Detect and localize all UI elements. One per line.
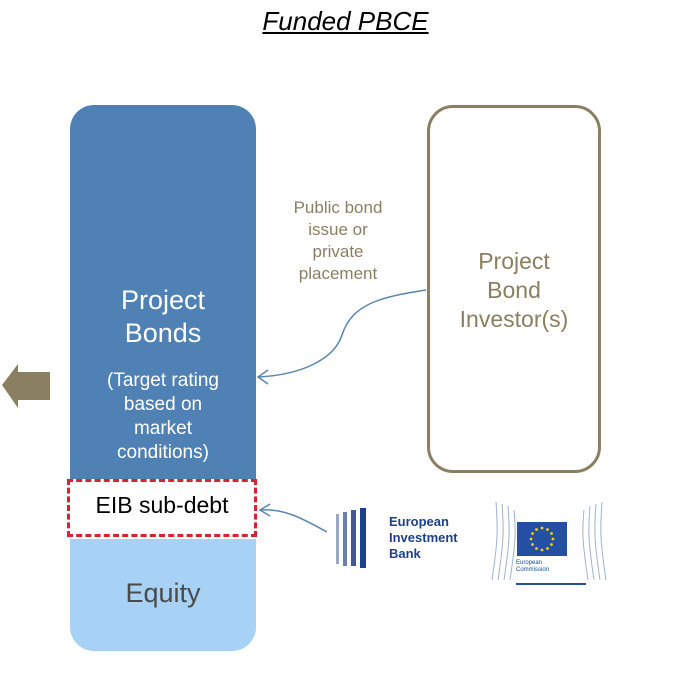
placement-label-line: issue or xyxy=(308,220,368,239)
european-commission-logo-text-line: European xyxy=(516,560,543,566)
placement-label-line: placement xyxy=(298,264,378,283)
placement-connector xyxy=(257,289,427,378)
eib-logo-icon xyxy=(336,508,366,568)
target-rating-note-line: based on xyxy=(123,394,203,415)
eib-logo-text: European Investment Bank xyxy=(389,514,458,562)
eu-star-icon xyxy=(529,537,533,541)
subdebt-arrowhead-icon xyxy=(258,503,271,517)
target-rating-note-line: market xyxy=(133,418,193,439)
placement-label: Public bond issue or private placement xyxy=(275,197,401,285)
project-bonds-label-line: Bonds xyxy=(124,318,202,348)
eu-star-icon xyxy=(540,548,544,552)
european-commission-logo-text: European Commission xyxy=(516,560,549,574)
bond-investor-label: Project Bond Investor(s) xyxy=(427,247,601,334)
target-rating-note-line: conditions) xyxy=(117,442,209,463)
bond-investor-label-line: Project xyxy=(478,248,550,274)
european-commission-logo-text-line: Commission xyxy=(516,567,550,573)
placement-arrowhead-icon xyxy=(256,369,269,385)
project-bonds-label-line: Project xyxy=(120,285,206,315)
target-rating-note-line: (Target rating xyxy=(107,370,219,391)
eu-star-icon xyxy=(550,532,553,535)
equity-block xyxy=(70,539,256,651)
placement-label-line: Public bond xyxy=(293,198,383,217)
subdebt-connector xyxy=(259,509,328,533)
project-bonds-block xyxy=(70,105,256,479)
european-commission-logo-icon xyxy=(491,501,607,585)
bond-investor-box xyxy=(427,105,601,473)
left-arrow-icon xyxy=(2,364,50,408)
equity-label: Equity xyxy=(125,578,201,608)
eib-logo-text-line: European xyxy=(389,514,449,529)
project-bonds-label: Project Bonds xyxy=(70,284,256,350)
bond-investor-label-line: Bond xyxy=(487,277,541,303)
eu-star-icon xyxy=(535,528,538,531)
eu-star-icon xyxy=(550,543,553,546)
bond-investor-label-line: Investor(s) xyxy=(459,306,569,332)
eu-star-icon xyxy=(531,543,534,546)
eu-star-icon xyxy=(551,537,555,541)
eib-logo-text-line: Investment xyxy=(389,530,458,545)
eib-subdebt-block xyxy=(67,479,257,537)
eu-star-icon xyxy=(546,528,549,531)
eu-star-icon xyxy=(546,547,549,550)
diagram-title: Funded PBCE xyxy=(262,6,429,36)
eu-star-icon xyxy=(540,526,544,530)
eib-subdebt-label: EIB sub-debt xyxy=(95,492,229,518)
eu-star-icon xyxy=(531,532,534,535)
placement-label-line: private xyxy=(312,242,364,261)
eib-logo-text-line: Bank xyxy=(389,546,421,561)
eu-star-icon xyxy=(535,547,538,550)
target-rating-note: (Target rating based on market condition… xyxy=(70,369,256,465)
